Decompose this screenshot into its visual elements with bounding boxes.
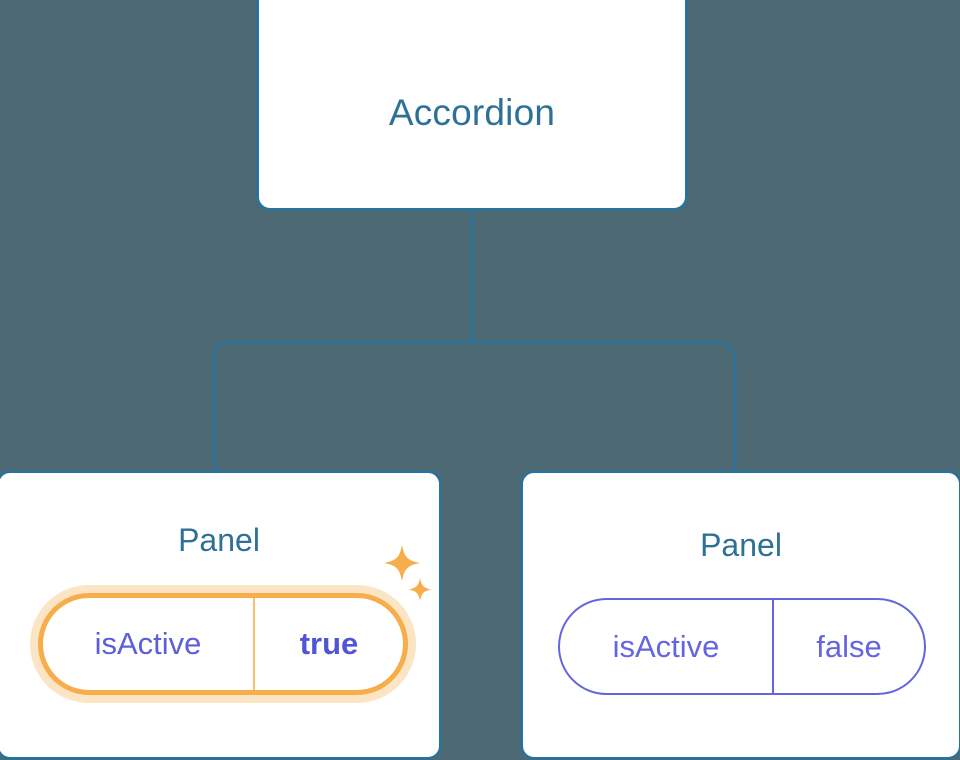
prop-pill-isactive-false[interactable]: isActive false — [558, 598, 926, 695]
node-panel-inactive-title: Panel — [700, 527, 782, 563]
node-panel-active-title: Panel — [178, 522, 260, 558]
connector-lines — [213, 210, 737, 472]
node-panel-inactive[interactable]: Panel isActive false — [520, 470, 960, 760]
node-accordion[interactable]: Accordion — [256, 0, 688, 211]
prop-key-label: isActive — [43, 598, 255, 690]
prop-value-label: true — [299, 626, 359, 661]
prop-value-label: false — [816, 628, 882, 664]
prop-pill-isactive-true[interactable]: isActive true — [38, 593, 408, 695]
node-panel-active[interactable]: Panel isActive true — [0, 470, 442, 760]
node-accordion-title: Accordion — [388, 92, 556, 133]
sparkle-star-small-icon — [408, 578, 432, 601]
prop-key-label: isActive — [560, 600, 774, 693]
connector-branch-bar — [213, 340, 737, 472]
